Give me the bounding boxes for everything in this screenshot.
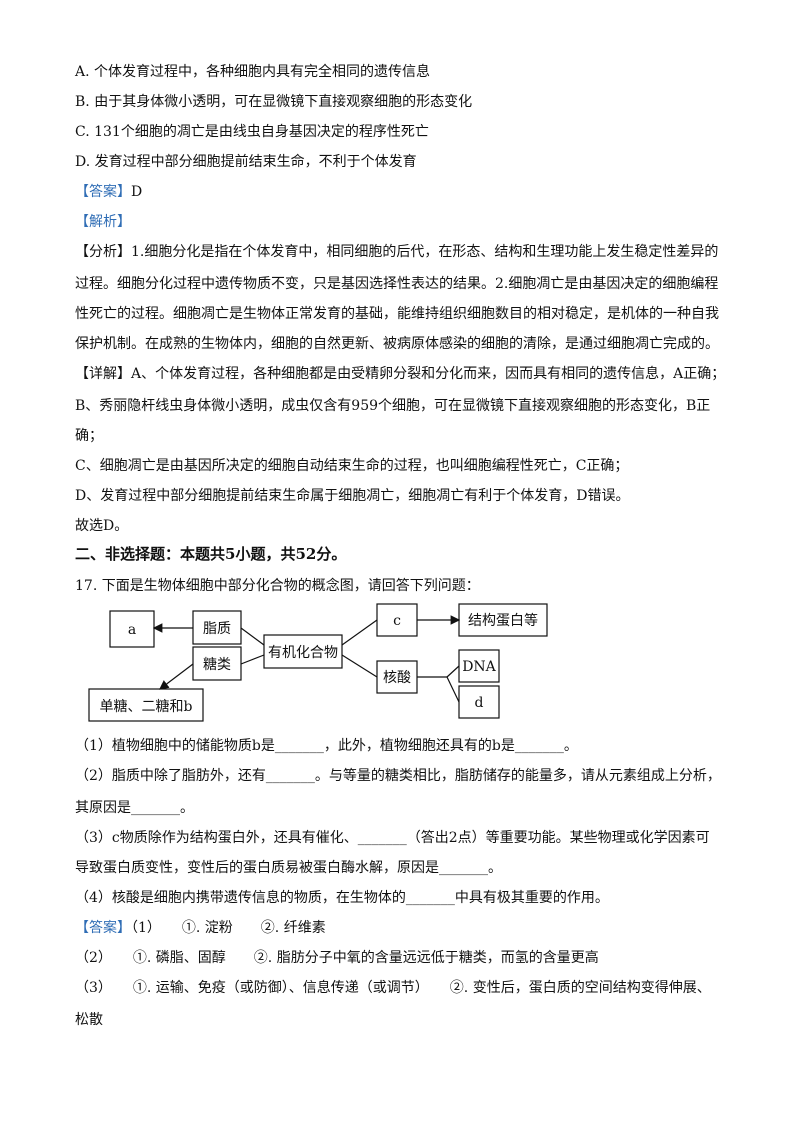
detail-line-4: C、细胞凋亡是由基因所决定的细胞自动结束生命的过程，也叫细胞编程性死亡，C正确；: [75, 458, 629, 474]
answer2-line-1: 【答案】（1） ①. 淀粉 ②. 纤维素: [75, 918, 326, 938]
answer2-1: （1） ①. 淀粉 ②. 纤维素: [131, 920, 326, 936]
detail-line-2: B、秀丽隐杆线虫身体微小透明，成虫仅含有959个细胞，可在显微镜下直接观察细胞的…: [75, 398, 711, 414]
analysis-text: 1.细胞分化是指在个体发育中，相同细胞的后代，在形态、结构和生理功能上发生稳定性…: [131, 244, 719, 260]
option-d: D. 发育过程中部分细胞提前结束生命，不利于个体发育: [75, 154, 417, 170]
box-organic: [263, 634, 343, 669]
concept-diagram: a 脂质 糖类 单糖、二糖和b 有机化合物 c 结构蛋白等 核酸 DNA d: [88, 603, 548, 722]
label-d: d: [475, 695, 484, 711]
analysis-line-3: 性死亡的过程。细胞凋亡是生物体正常发育的基础，能维持组织细胞数目的相对稳定，是机…: [75, 306, 719, 322]
detail-line-3: 确；: [75, 428, 103, 444]
option-c: C. 131个细胞的凋亡是由线虫自身基因决定的程序性死亡: [75, 124, 429, 140]
analysis-label: 【解析】: [75, 214, 131, 230]
label-lipid: 脂质: [203, 621, 231, 637]
answer2-3: （3） ①. 运输、免疫（或防御）、信息传递（或调节） ②. 变性后，蛋白质的空…: [75, 980, 711, 996]
label-a: a: [128, 622, 136, 638]
answer-line: 【答案】D: [75, 182, 142, 202]
question-3-cont: 导致蛋白质变性，变性后的蛋白质易被蛋白酶水解，原因是_______。: [75, 860, 502, 876]
label-structural: 结构蛋白等: [468, 612, 538, 629]
question-2-cont: 其原因是_______。: [75, 800, 194, 816]
analysis-line-4: 保护机制。在成熟的生物体内，细胞的自然更新、被病原体感染的细胞的清除，是通过细胞…: [75, 336, 719, 352]
section-title: 二、非选择题：本题共5小题，共52分。: [75, 545, 347, 563]
question-3: （3）c物质除作为结构蛋白外，还具有催化、_______（答出2点）等重要功能。…: [75, 830, 710, 846]
detail-text: A、个体发育过程，各种细胞都是由受精卵分裂和分化而来，因而具有相同的遗传信息，A…: [131, 366, 726, 382]
label-sugar-b: 单糖、二糖和b: [100, 699, 193, 715]
answer2-label: 【答案】: [75, 920, 131, 936]
option-b: B. 由于其身体微小透明，可在显微镜下直接观察细胞的形态变化: [75, 94, 473, 110]
box-sugar-b: [88, 688, 204, 722]
label-dna: DNA: [462, 659, 496, 675]
answer2-3-cont: 松散: [75, 1012, 103, 1028]
detail-head: 【详解】: [75, 366, 131, 382]
label-c: c: [393, 613, 401, 629]
question-2: （2）脂质中除了脂肪外，还有_______。与等量的糖类相比，脂肪储存的能量多，…: [75, 768, 721, 784]
option-a: A. 个体发育过程中，各种细胞内具有完全相同的遗传信息: [75, 64, 431, 80]
answer-label: 【答案】: [75, 184, 131, 200]
answer2-2: （2） ①. 磷脂、固醇 ②. 脂肪分子中氧的含量远远低于糖类，而氢的含量更高: [75, 950, 599, 966]
analysis-line-1: 【分析】1.细胞分化是指在个体发育中，相同细胞的后代，在形态、结构和生理功能上发…: [75, 242, 718, 262]
question-4: （4）核酸是细胞内携带遗传信息的物质，在生物体的_______中具有极其重要的作…: [75, 890, 609, 906]
question-1: （1）植物细胞中的储能物质b是_______，此外，植物细胞还具有的b是____…: [75, 738, 578, 754]
detail-line-1: 【详解】A、个体发育过程，各种细胞都是由受精卵分裂和分化而来，因而具有相同的遗传…: [75, 364, 725, 384]
label-nucleic: 核酸: [383, 670, 411, 686]
analysis-line-2: 过程。细胞分化过程中遗传物质不变，只是基因选择性表达的结果。2.细胞凋亡是由基因…: [75, 276, 719, 292]
detail-line-5: D、发育过程中部分细胞提前结束生命属于细胞凋亡，细胞凋亡有利于个体发育，D错误。: [75, 488, 630, 504]
analysis-head: 【分析】: [75, 244, 131, 260]
q17-stem: 17. 下面是生物体细胞中部分化合物的概念图，请回答下列问题：: [75, 578, 480, 594]
label-organic: 有机化合物: [268, 645, 338, 661]
label-sugar: 糖类: [203, 657, 231, 673]
answer-value: D: [131, 184, 143, 200]
detail-line-6: 故选D。: [75, 518, 129, 534]
